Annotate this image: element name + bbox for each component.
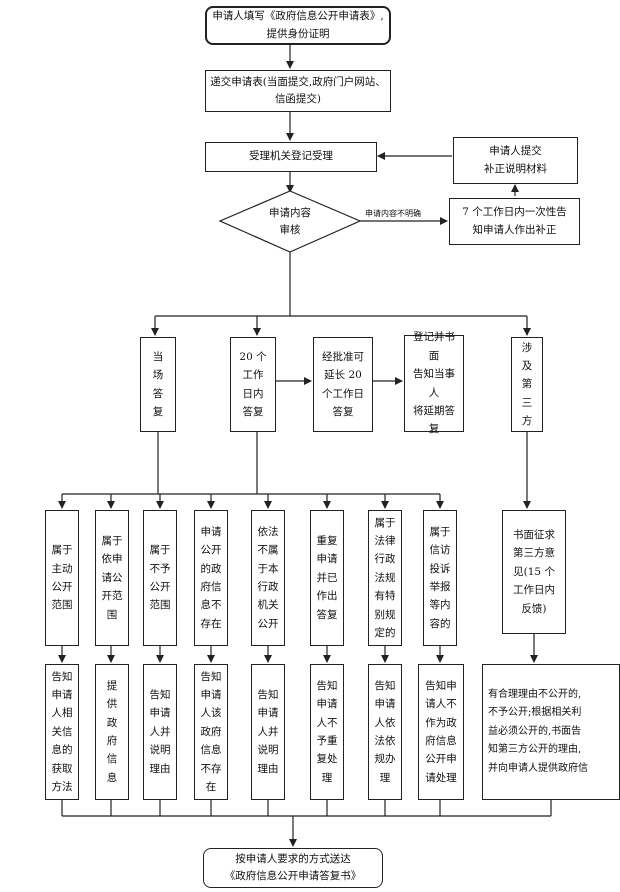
category-box: 依法 不属 于本 行政 机关 公开 — [251, 510, 285, 646]
category-box: 属于 不予 公开 范围 — [143, 510, 177, 646]
supplement-box: 申请人提交 补正说明材料 — [453, 137, 578, 184]
in-20-days-box: 20 个 工作 日内 答复 — [230, 337, 276, 432]
start-box: 申请人填写《政府信息公开申请表》, 提供身份证明 — [205, 6, 391, 45]
result-box: 告知 申请 人并 说明 理由 — [251, 664, 285, 800]
result-box: 告知 申请 人相 关信 息的 获取 方法 — [45, 664, 79, 800]
category-box: 属于 依申 请公 开范 围 — [95, 510, 129, 646]
review-label: 申请内容 审核 — [269, 207, 311, 236]
submit-box: 递交申请表(当面提交,政府门户网站、 信函提交) — [205, 70, 391, 112]
result-box: 提 供 政 府 信 息 — [95, 664, 129, 800]
final-box: 按申请人要求的方式送达 《政府信息公开申请答复书》 — [203, 848, 383, 888]
result-box: 告知 申请 人并 说明 理由 — [143, 664, 177, 800]
category-box: 属于 信访 投诉 举报 等内 容的 — [423, 510, 457, 646]
register-box: 受理机关登记受理 — [205, 142, 377, 172]
onsite-reply-box: 当 场 答 复 — [140, 337, 176, 432]
result-box: 告知 申请 人依 法依 规办 理 — [368, 664, 402, 800]
result-box: 告知申 请人不 作为政 府信息 公开申 请处理 — [418, 664, 464, 800]
category-box: 重复 申请 并已 作出 答复 — [310, 510, 344, 646]
extend-box: 经批准可 延长 20 个工作日 答复 — [313, 337, 373, 432]
notify-extend-box: 登记并书面 告知当事人 将延期答复 — [404, 331, 464, 435]
third-result-box: 有合理理由不公开的, 不予公开;根据相关利 益必须公开的,书面告 知第三方公开的… — [482, 664, 620, 800]
notify-fix-box: 7 个工作日内一次性告 知申请人作出补正 — [449, 198, 580, 245]
third-opinion-box: 书面征求 第三方意 见(15 个 工作日内 反馈) — [502, 510, 566, 634]
review-diamond — [218, 190, 362, 253]
result-box: 告知 申请 人不 予重 复处 理 — [310, 664, 344, 800]
result-box: 告知 申请 人该 政府 信息 不存 在 — [194, 664, 228, 800]
category-box: 属于 法律 行政 法规 有特 别规 定的 — [368, 510, 402, 646]
category-box: 属于 主动 公开 范围 — [45, 510, 79, 646]
unclear-label: 申请内容不明确 — [365, 209, 421, 218]
third-party-box: 涉 及 第 三 方 — [511, 337, 543, 432]
category-box: 申请 公开 的政 府信 息不 存在 — [194, 510, 228, 646]
